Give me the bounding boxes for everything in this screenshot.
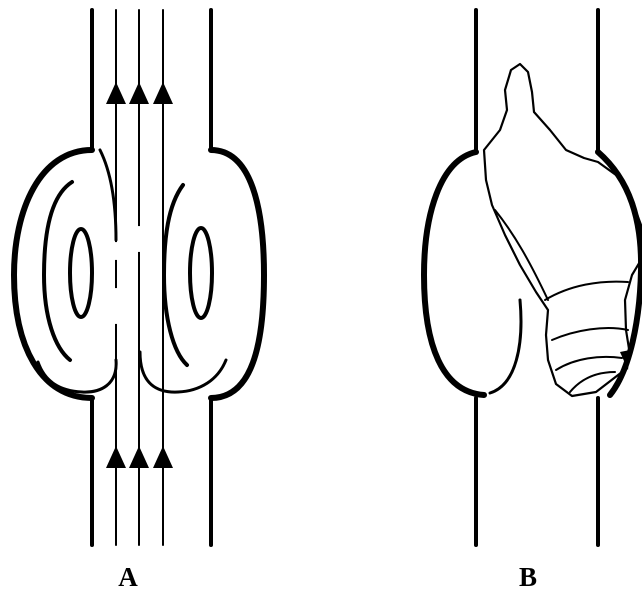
panel-a-left-vortex-top-arc: [100, 150, 116, 240]
panel-a-left-vortex-core: [70, 229, 92, 317]
panel-b-dye-plume: [484, 64, 641, 396]
panel-a-arrow-bottom-1: [106, 446, 126, 468]
panel-b-drawing: [424, 10, 641, 545]
panel-b-plume-fold-3: [556, 357, 622, 370]
panel-b-left-bulge: [424, 152, 484, 395]
panel-a-arrow-bottom-2: [129, 446, 149, 468]
panel-a-drawing: [14, 10, 264, 545]
panel-b-label: B: [519, 562, 537, 592]
panel-a-left-vortex-return: [38, 360, 116, 392]
panel-a-right-vortex-inner-arc: [164, 185, 187, 365]
panel-b-plume-fold-2: [552, 328, 628, 340]
panel-a-arrow-top-3: [153, 82, 173, 104]
panel-a-arrow-bottom-3: [153, 446, 173, 468]
panel-a-left-vortex-inner-arc: [44, 182, 72, 360]
panel-a-arrow-top-2: [129, 82, 149, 104]
panel-b-plume-fold-1: [545, 282, 628, 300]
panel-a-right-vortex-core: [190, 228, 212, 318]
panel-a-arrow-top-1: [106, 82, 126, 104]
panel-a-left-bulge: [14, 150, 92, 398]
panel-b-plume-fold-5: [495, 210, 548, 300]
panel-b-left-inner-return: [490, 300, 521, 393]
panel-a-right-bulge: [211, 150, 264, 398]
panel-a-label: A: [118, 562, 138, 592]
